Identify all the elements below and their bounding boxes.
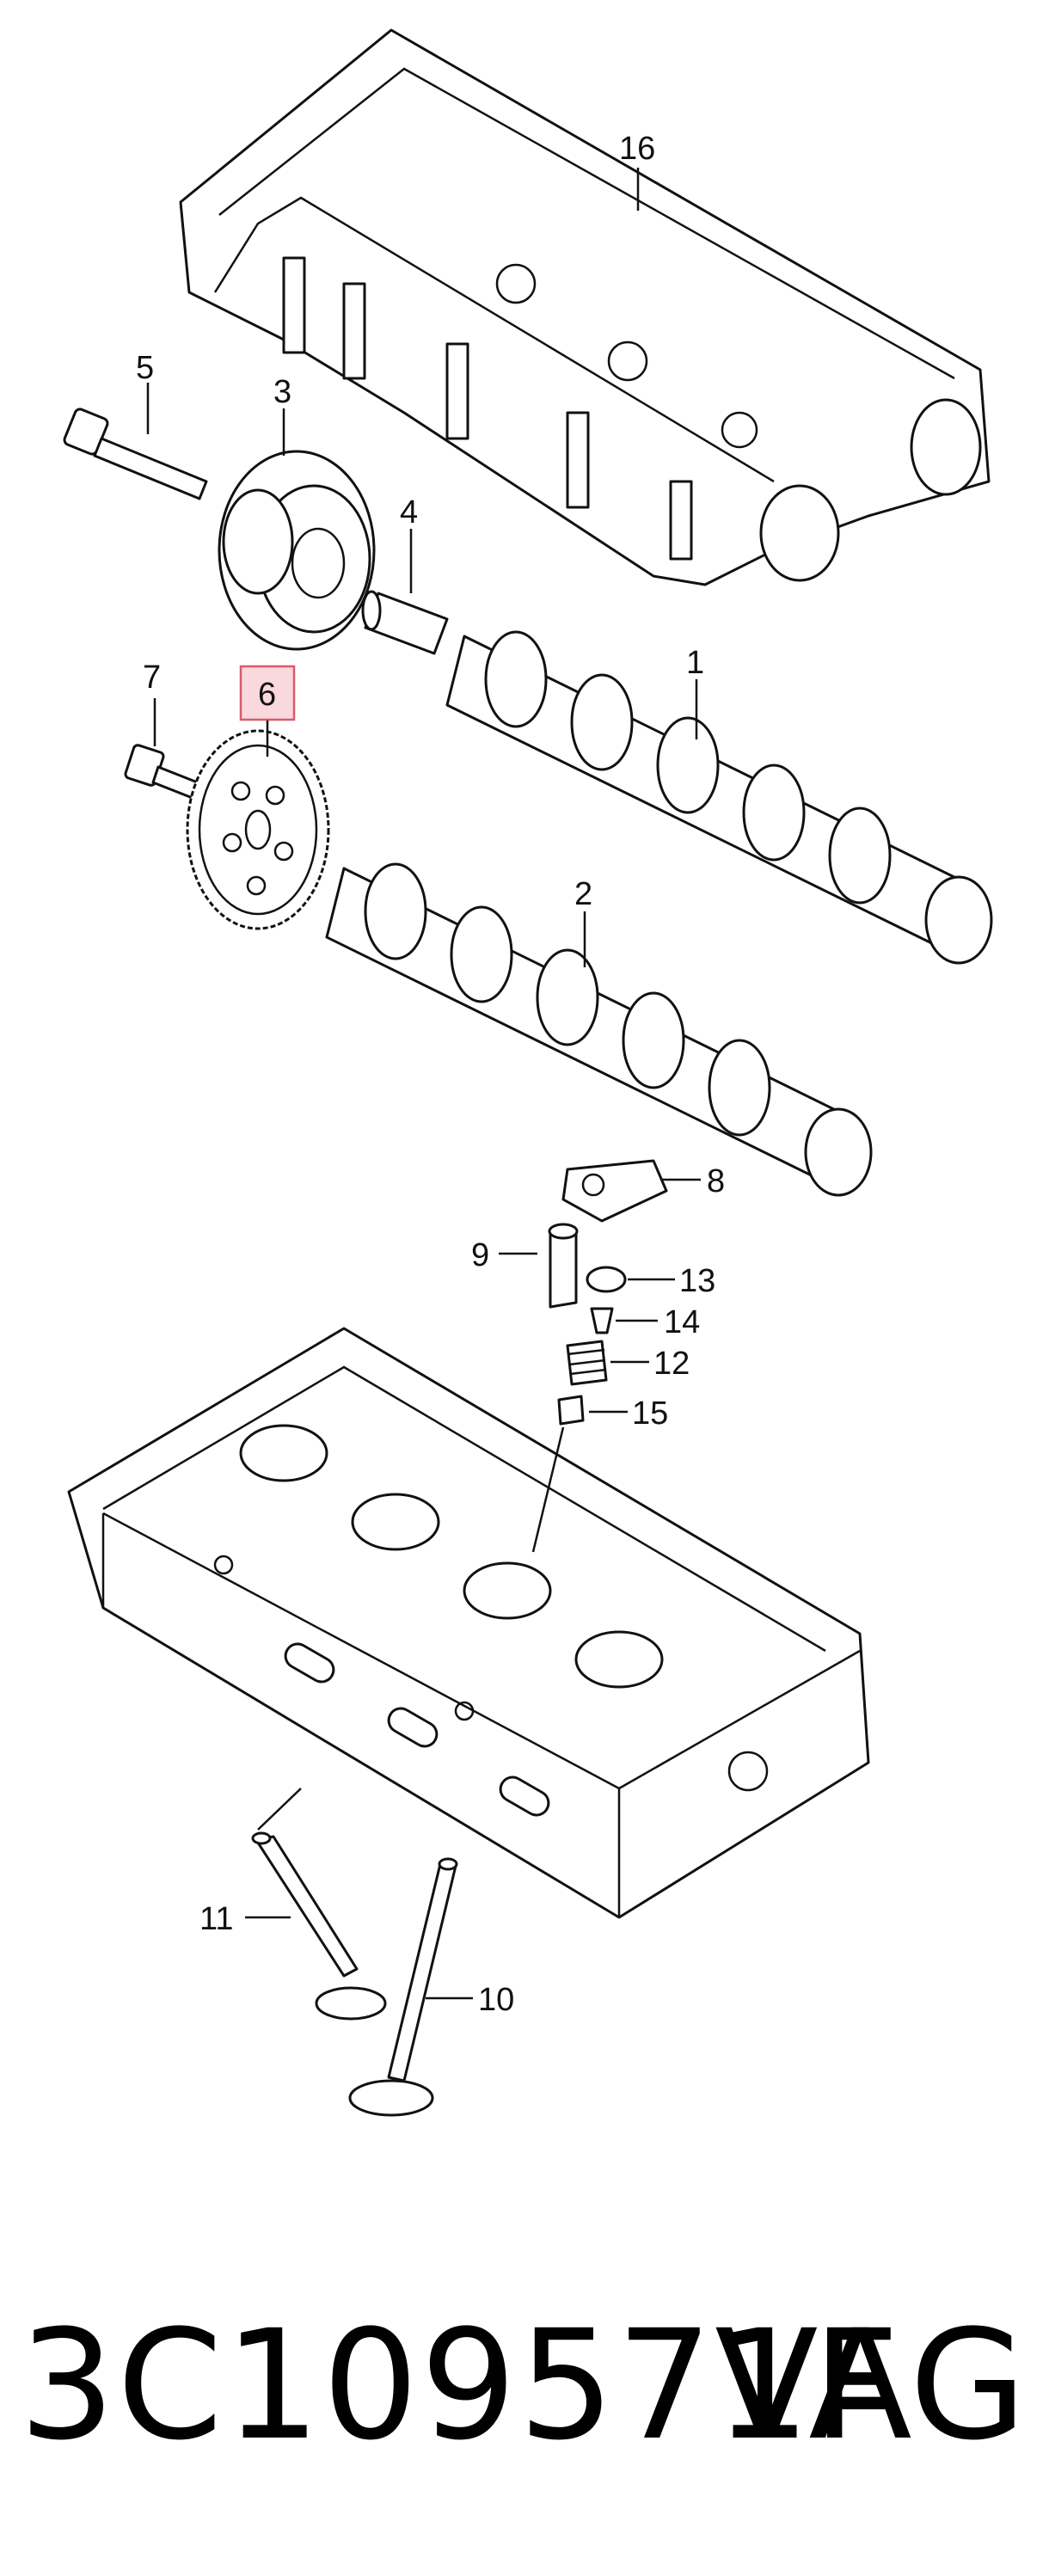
camshaft-2 xyxy=(325,862,873,1197)
spring-seat-13 xyxy=(586,1266,627,1293)
callout-6: 6 xyxy=(258,677,276,713)
valve-11 xyxy=(251,1831,387,2021)
callout-8: 8 xyxy=(707,1163,725,1199)
callout-13: 13 xyxy=(679,1263,715,1299)
sleeve-4 xyxy=(361,590,449,655)
callout-12: 12 xyxy=(653,1346,690,1382)
valve-cotter-14 xyxy=(590,1307,614,1334)
camshaft-adjuster-3 xyxy=(218,450,376,651)
callout-4: 4 xyxy=(400,494,418,531)
camshaft-housing-16 xyxy=(179,28,991,586)
brand-name: VAG xyxy=(715,2297,1027,2474)
callout-3: 3 xyxy=(273,374,291,410)
valve-spring-12 xyxy=(566,1340,608,1386)
camshaft-1 xyxy=(445,630,993,965)
callout-2: 2 xyxy=(574,876,592,912)
hydraulic-lifter-9 xyxy=(548,1223,579,1309)
roller-rocker-8 xyxy=(561,1159,668,1223)
callout-15: 15 xyxy=(632,1395,668,1432)
callout-11: 11 xyxy=(199,1901,233,1937)
callout-5: 5 xyxy=(136,350,154,386)
exploded-parts-diagram: 16 5 3 4 1 7 xyxy=(63,28,993,2117)
callout-6-highlight xyxy=(239,665,296,721)
camshaft-sprocket-6 xyxy=(186,729,330,930)
callout-16: 16 xyxy=(619,131,655,167)
callout-7: 7 xyxy=(143,659,161,696)
valve-10 xyxy=(348,1857,458,2117)
cylinder-head xyxy=(67,1327,870,1919)
callout-10: 10 xyxy=(478,1982,514,2018)
bolt-5 xyxy=(63,408,208,500)
valve-stem-seal-15 xyxy=(557,1395,585,1426)
footer: 3C109571F VAG xyxy=(0,2287,1049,2485)
callout-1: 1 xyxy=(686,645,704,681)
callout-14: 14 xyxy=(664,1304,700,1340)
part-number: 3C109571F xyxy=(19,2297,901,2474)
callout-9: 9 xyxy=(471,1237,489,1273)
